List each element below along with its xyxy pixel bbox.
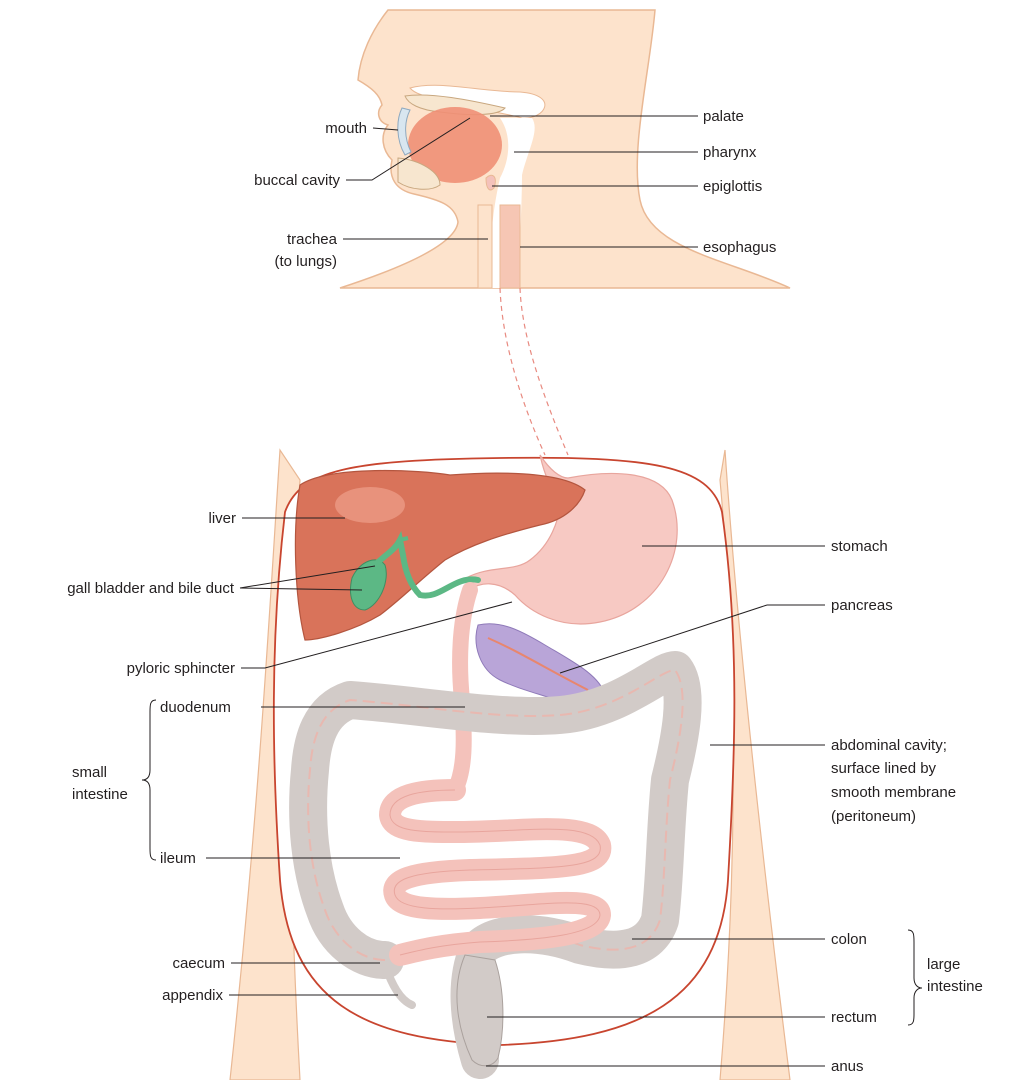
label-trachea: trachea <box>287 231 338 248</box>
label-esophagus: esophagus <box>703 239 776 256</box>
label-rectum: rectum <box>831 1009 877 1026</box>
esophagus-dashed-right <box>520 288 568 455</box>
label-abdominal-cavity-4: (peritoneum) <box>831 808 916 825</box>
label-pharynx: pharynx <box>703 144 757 161</box>
label-pyloric-sphincter: pyloric sphincter <box>127 660 235 677</box>
label-epiglottis: epiglottis <box>703 178 762 195</box>
label-abdominal-cavity-3: smooth membrane <box>831 784 956 801</box>
label-mouth: mouth <box>325 120 367 137</box>
label-small-intestine: small <box>72 764 107 781</box>
label-colon: colon <box>831 931 867 948</box>
label-trachea-sub: (to lungs) <box>274 253 337 270</box>
label-appendix: appendix <box>162 987 223 1004</box>
label-caecum: caecum <box>172 955 225 972</box>
label-palate: palate <box>703 108 744 125</box>
bracket-large-intestine <box>908 930 922 1025</box>
esophagus-dashed-left <box>500 288 545 455</box>
epiglottis-shape <box>486 175 495 190</box>
label-duodenum: duodenum <box>160 699 231 716</box>
esophagus-tube <box>500 205 520 288</box>
label-large-intestine-2: intestine <box>927 978 983 995</box>
label-abdominal-cavity-2: surface lined by <box>831 760 937 777</box>
liver-highlight <box>335 487 405 523</box>
label-liver: liver <box>208 510 236 527</box>
trachea-tube <box>478 205 492 288</box>
label-small-intestine-2: intestine <box>72 786 128 803</box>
label-stomach: stomach <box>831 538 888 555</box>
duodenum-shape <box>455 590 470 790</box>
label-abdominal-cavity: abdominal cavity; <box>831 737 947 754</box>
label-pancreas: pancreas <box>831 597 893 614</box>
label-buccal-cavity: buccal cavity <box>254 172 340 189</box>
label-gall-bladder: gall bladder and bile duct <box>67 580 235 597</box>
label-anus: anus <box>831 1058 864 1075</box>
label-ileum: ileum <box>160 850 196 867</box>
bracket-small-intestine <box>142 700 156 860</box>
label-large-intestine: large <box>927 956 960 973</box>
